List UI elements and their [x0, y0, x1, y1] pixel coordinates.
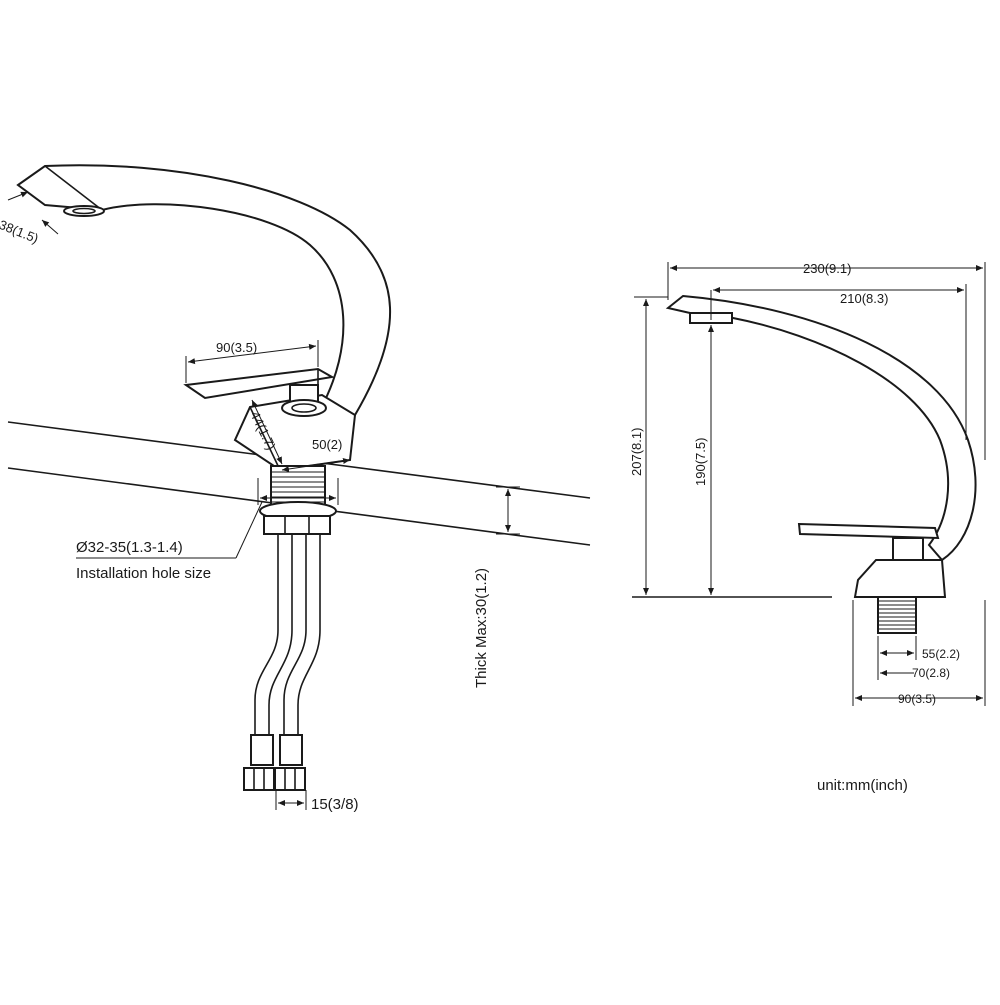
side-handle-stem	[892, 537, 924, 561]
deck-thickness-label: Thick Max:30(1.2)	[473, 568, 490, 688]
faucet-side-view	[632, 294, 977, 634]
side-threaded-shank	[877, 596, 917, 634]
left-dimensions: 38(1.5) 90(3.5) 44(1.7) 50(2) Ø32-35(1.3…	[0, 191, 520, 813]
total-length-label: 230(9.1)	[803, 261, 851, 276]
mounting-nut	[263, 515, 331, 535]
thread-offset-label: 70(2.8)	[912, 666, 950, 680]
unit-note: unit:mm(inch)	[817, 777, 908, 794]
spout-reach-label: 210(8.3)	[840, 291, 888, 306]
stem-collar	[281, 399, 327, 417]
faucet-perspective	[16, 164, 392, 791]
supply-hose-left-b	[268, 534, 293, 735]
hole-caption: Installation hole size	[76, 565, 211, 582]
side-spout-body	[665, 294, 977, 562]
hose-nut-right	[274, 767, 306, 791]
spout-ridge	[44, 165, 103, 211]
stem-collar-inner	[291, 403, 317, 413]
spout-height-label: 190(7.5)	[693, 438, 708, 486]
supply-hose-left	[254, 534, 279, 735]
hole-diameter-label: Ø32-35(1.3-1.4)	[76, 539, 183, 556]
hose-thread-label: 15(3/8)	[311, 796, 359, 813]
handle-lever	[183, 367, 335, 400]
hose-nut-left	[243, 767, 275, 791]
supply-hose-right	[283, 534, 307, 735]
side-handle	[797, 522, 940, 540]
total-height-label: 207(8.1)	[629, 428, 644, 476]
base-length-label: 90(3.5)	[898, 692, 936, 706]
hose-fitting-right	[279, 734, 303, 766]
aerator-inner	[72, 207, 96, 215]
shank-offset-label: 55(2.2)	[922, 647, 960, 661]
base-width-label: 50(2)	[312, 437, 342, 452]
side-base	[853, 559, 947, 598]
handle-width-label: 90(3.5)	[216, 340, 257, 355]
aerator	[63, 205, 105, 217]
side-shank-threads	[878, 600, 916, 630]
hose-fitting-left	[250, 734, 274, 766]
spout-outlet-label: 38(1.5)	[0, 217, 41, 246]
supply-hose-right-b	[297, 534, 321, 735]
right-dimensions: 230(9.1) 210(8.3) 207(8.1) 190(7.5) 55(2…	[629, 261, 986, 706]
